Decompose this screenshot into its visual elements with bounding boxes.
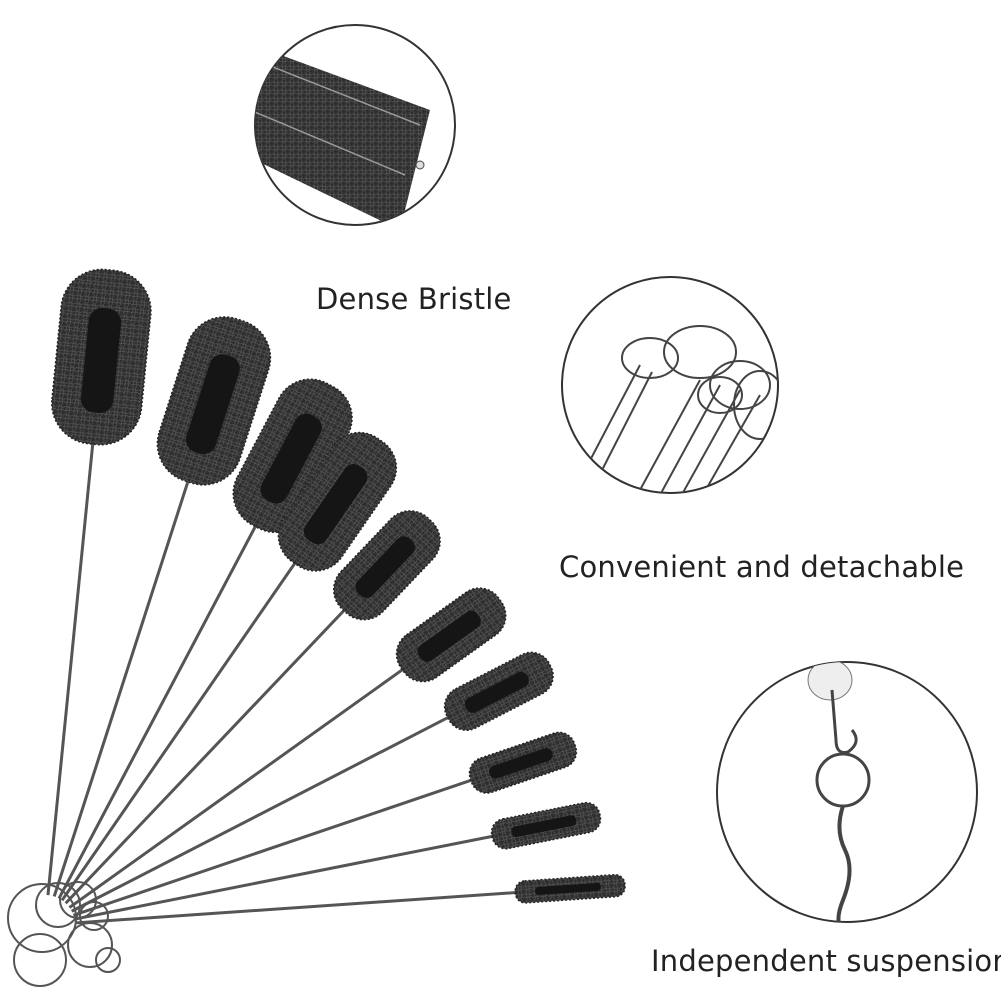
brush-set bbox=[46, 268, 626, 925]
ring-cluster bbox=[7, 881, 121, 987]
brush-wire bbox=[64, 606, 348, 905]
brush-core bbox=[185, 354, 240, 455]
brush-core bbox=[464, 671, 529, 713]
detail-circle-loops bbox=[561, 276, 779, 494]
brush-7 bbox=[70, 651, 554, 913]
brush-core bbox=[511, 815, 577, 838]
brush-8 bbox=[72, 731, 578, 917]
brush-wire bbox=[60, 559, 299, 902]
brush-bristle-closeup-icon bbox=[255, 40, 430, 225]
brush-core bbox=[355, 536, 416, 598]
brush-wire bbox=[68, 666, 407, 909]
brush-wire bbox=[57, 522, 259, 900]
brush-core bbox=[303, 464, 368, 545]
detail-circle-hook bbox=[716, 661, 978, 923]
wire-loops-closeup-icon bbox=[584, 325, 778, 493]
brush-core bbox=[417, 610, 481, 662]
brush-wire bbox=[72, 777, 476, 917]
brush-10 bbox=[74, 873, 626, 925]
caption-convenient-detachable: Convenient and detachable bbox=[559, 550, 965, 584]
hook-suspension-closeup-icon bbox=[807, 662, 871, 922]
detail-circle-bristle bbox=[254, 24, 456, 226]
brush-1 bbox=[46, 268, 152, 896]
brush-core bbox=[488, 748, 553, 779]
brush-4 bbox=[60, 431, 398, 902]
caption-dense-bristle: Dense Bristle bbox=[316, 282, 512, 316]
brush-core bbox=[80, 307, 122, 414]
brush-6 bbox=[68, 587, 507, 909]
brush-wire bbox=[74, 834, 497, 921]
caption-independent-suspension: Independent suspension bbox=[651, 944, 1001, 978]
brush-9 bbox=[74, 801, 602, 921]
brush-wire bbox=[74, 890, 520, 925]
brush-2 bbox=[52, 316, 272, 897]
brush-wire bbox=[46, 440, 95, 896]
brush-5 bbox=[64, 510, 441, 905]
brush-wire bbox=[70, 714, 452, 913]
brush-core bbox=[260, 413, 322, 504]
brush-wire bbox=[52, 477, 191, 897]
brush-core bbox=[534, 882, 601, 895]
brush-3 bbox=[57, 378, 353, 900]
